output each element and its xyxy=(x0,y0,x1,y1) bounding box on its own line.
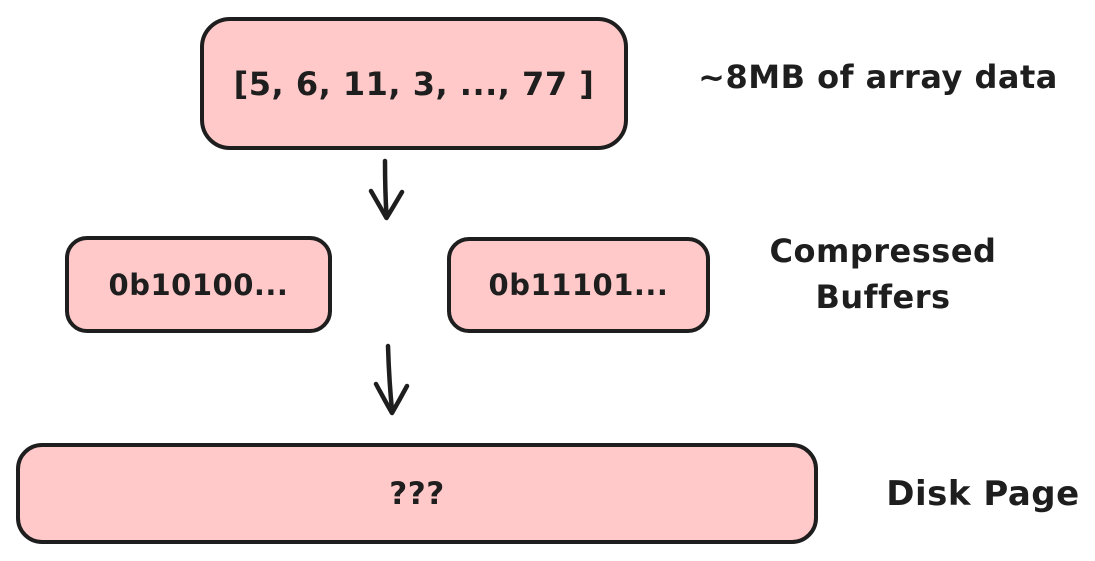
compressed-buffer-node-left: 0b10100... xyxy=(65,236,332,333)
compressed-buffer-left-text: 0b10100... xyxy=(108,267,289,302)
array-data-node: [5, 6, 11, 3, ..., 77 ] xyxy=(200,17,628,150)
arrow-down-icon-top xyxy=(368,158,405,221)
array-size-label: ~8MB of array data xyxy=(698,58,1058,96)
arrow-down-icon-bottom xyxy=(373,343,410,416)
disk-page-label: Disk Page xyxy=(886,474,1080,514)
array-data-text: [5, 6, 11, 3, ..., 77 ] xyxy=(233,64,595,103)
compressed-buffer-node-right: 0b11101... xyxy=(447,237,710,333)
disk-page-text: ??? xyxy=(389,475,445,512)
compressed-buffer-right-text: 0b11101... xyxy=(488,268,669,302)
disk-page-node: ??? xyxy=(16,443,818,544)
compressed-buffers-label: Compressed Buffers xyxy=(769,232,997,316)
